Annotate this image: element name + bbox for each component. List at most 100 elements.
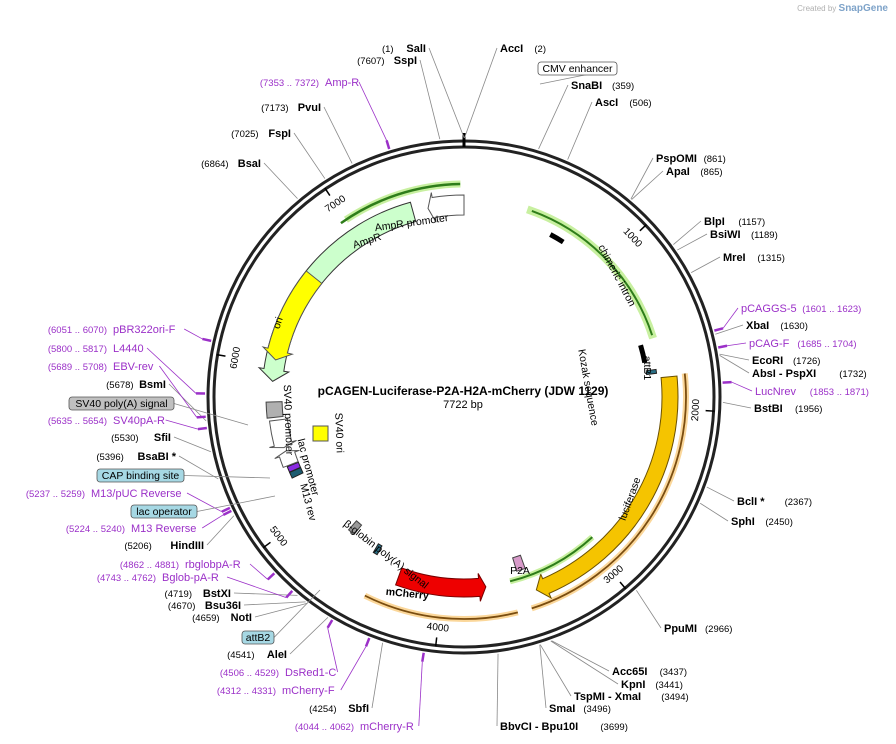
enzyme-position: (4719) — [165, 589, 192, 600]
enzyme-fspi: FspI(7025) — [231, 128, 291, 140]
enzyme-asci: AscI(506) — [595, 97, 652, 109]
primer-leader-sv40pa-r — [165, 419, 199, 430]
primer-lucnrev: LucNrev (1853 .. 1871) — [755, 386, 869, 398]
primer-range: (5635 .. 5654) — [48, 416, 107, 427]
enzyme-kpni: KpnI(3441) — [621, 679, 683, 691]
enzyme-position: (5396) — [96, 452, 123, 463]
feature-sv40-ori — [312, 425, 329, 442]
primer-mark-dsred1-c — [326, 619, 334, 629]
enzyme-absi-pspxi: AbsI - PspXI (1732) — [752, 368, 867, 380]
tick-4000 — [434, 637, 438, 647]
enzyme-position: (3437) — [660, 667, 687, 678]
leader-bsai — [263, 162, 298, 199]
leader-alei — [289, 617, 329, 655]
feature-mcherry — [394, 567, 487, 602]
enzyme-position: (861) — [704, 154, 726, 165]
enzyme-snabi: SnaBI(359) — [571, 80, 634, 92]
enzyme-name: PspOMI — [656, 153, 697, 165]
leader-acc65i — [551, 640, 610, 672]
feature-chimeric-intron-green — [531, 210, 654, 336]
leader-sspi — [419, 59, 441, 140]
enzyme-bsmi: BsmI(5678) — [106, 379, 166, 391]
primer-name: M13 Reverse — [131, 523, 196, 535]
primer-name: mCherry-F — [282, 685, 335, 697]
enzyme-bbvci-bpu10i: BbvCI - Bpu10I (3699) — [500, 721, 628, 733]
enzyme-position: (7607) — [357, 56, 384, 67]
primer-name: rbglobpA-R — [185, 559, 241, 571]
enzyme-tspmi-xmai: TspMI - XmaI (3494) — [574, 691, 689, 703]
enzyme-name: EcoRI — [752, 355, 783, 367]
enzyme-position: (1732) — [839, 369, 866, 380]
enzyme-position: (1) — [382, 44, 394, 55]
box-leader-lac-operator — [196, 495, 276, 512]
boxed-label-sv40-poly-a-signal: SV40 poly(A) signal — [68, 396, 175, 411]
primer-name: LucNrev — [755, 386, 796, 398]
feature-label-globin-poly-a-signal: β-globin poly(A) signal — [341, 518, 430, 592]
primer-name: pCAGGS-5 — [741, 303, 797, 315]
enzyme-position: (4670) — [168, 601, 195, 612]
boxed-label-text: lac operator — [136, 506, 192, 518]
tick-label-2000: 2000 — [690, 398, 702, 421]
leader-absi-pspxi — [719, 355, 750, 374]
primer-range: (5689 .. 5708) — [48, 362, 107, 373]
feature-luciferase-outer-line — [531, 373, 687, 610]
primer-l4440: L4440(5800 .. 5817) — [48, 343, 144, 355]
enzyme-name: AscI — [595, 97, 618, 109]
enzyme-name: PpuMI — [664, 623, 697, 635]
enzyme-name: BlpI — [704, 216, 725, 228]
primer-leader-amp-r — [358, 81, 387, 141]
feature-chimeric-intron-halo — [526, 205, 657, 340]
enzyme-xbai: XbaI(1630) — [746, 320, 808, 332]
leader-xbai — [715, 324, 744, 335]
primer-range: (5237 .. 5259) — [26, 489, 85, 500]
primer-leader-ebv-rev — [159, 365, 198, 418]
enzyme-position: (3494) — [661, 692, 688, 703]
enzyme-acci: AccI(2) — [500, 43, 546, 55]
enzyme-name: FspI — [268, 128, 291, 140]
primer-range: (5224 .. 5240) — [66, 524, 125, 535]
enzyme-position: (3699) — [600, 722, 627, 733]
enzyme-position: (7173) — [261, 103, 288, 114]
feature-beta-globin-polya — [347, 520, 363, 536]
enzyme-acc65i: Acc65I(3437) — [612, 666, 687, 678]
primer-m13-puc-reverse: M13/pUC Reverse(5237 .. 5259) — [26, 488, 182, 500]
leader-apai — [631, 170, 664, 200]
leader-tspmi-xmai — [539, 644, 572, 697]
enzyme-position: (3441) — [655, 680, 682, 691]
primer-leader-m13-puc-reverse — [186, 492, 222, 513]
primer-name: Bglob-pA-R — [162, 572, 219, 584]
enzyme-bsai: BsaI(6864) — [201, 158, 261, 170]
feature-sv40-polya — [265, 401, 284, 419]
enzyme-bsabi: BsaBI *(5396) — [96, 451, 176, 463]
primer-mark-lucnrev — [722, 380, 732, 384]
primer-name: EBV-rev — [113, 361, 154, 373]
enzyme-position: (5530) — [111, 433, 138, 444]
enzyme-position: (2966) — [705, 624, 732, 635]
primer-range: (1853 .. 1871) — [810, 387, 869, 398]
primer-mark-pbr322ori-f — [202, 337, 212, 343]
enzyme-name: AbsI - PspXI — [752, 368, 816, 380]
enzyme-apai: ApaI(865) — [666, 166, 723, 178]
feature-p2a-line — [509, 536, 593, 583]
leader-blpi — [673, 220, 702, 245]
enzyme-name: BbvCI - Bpu10I — [500, 721, 578, 733]
feature-mcherry-halo — [363, 592, 519, 622]
enzyme-name: SbfI — [348, 703, 369, 715]
boxed-label-frame — [241, 630, 275, 645]
enzyme-position: (3496) — [583, 704, 610, 715]
primer-range: (4743 .. 4762) — [97, 573, 156, 584]
leader-bbvci-bpu10i — [496, 653, 499, 727]
leader-asci — [567, 101, 593, 160]
enzyme-name: TspMI - XmaI — [574, 691, 641, 703]
feature-ampr-promoter — [427, 192, 465, 223]
enzyme-position: (1157) — [738, 217, 765, 228]
primer-name: pBR322ori-F — [113, 324, 176, 336]
primer-rbglobpa-r: rbglobpA-R(4862 .. 4881) — [120, 559, 241, 571]
enzyme-name: SnaBI — [571, 80, 602, 92]
primer-leader-dsred1-c — [327, 627, 338, 673]
primer-range: (4044 .. 4062) — [295, 722, 354, 733]
boxed-label-text: CMV enhancer — [542, 63, 613, 75]
enzyme-name: BstBI — [754, 403, 783, 415]
primer-range: (1685 .. 1704) — [797, 339, 856, 350]
